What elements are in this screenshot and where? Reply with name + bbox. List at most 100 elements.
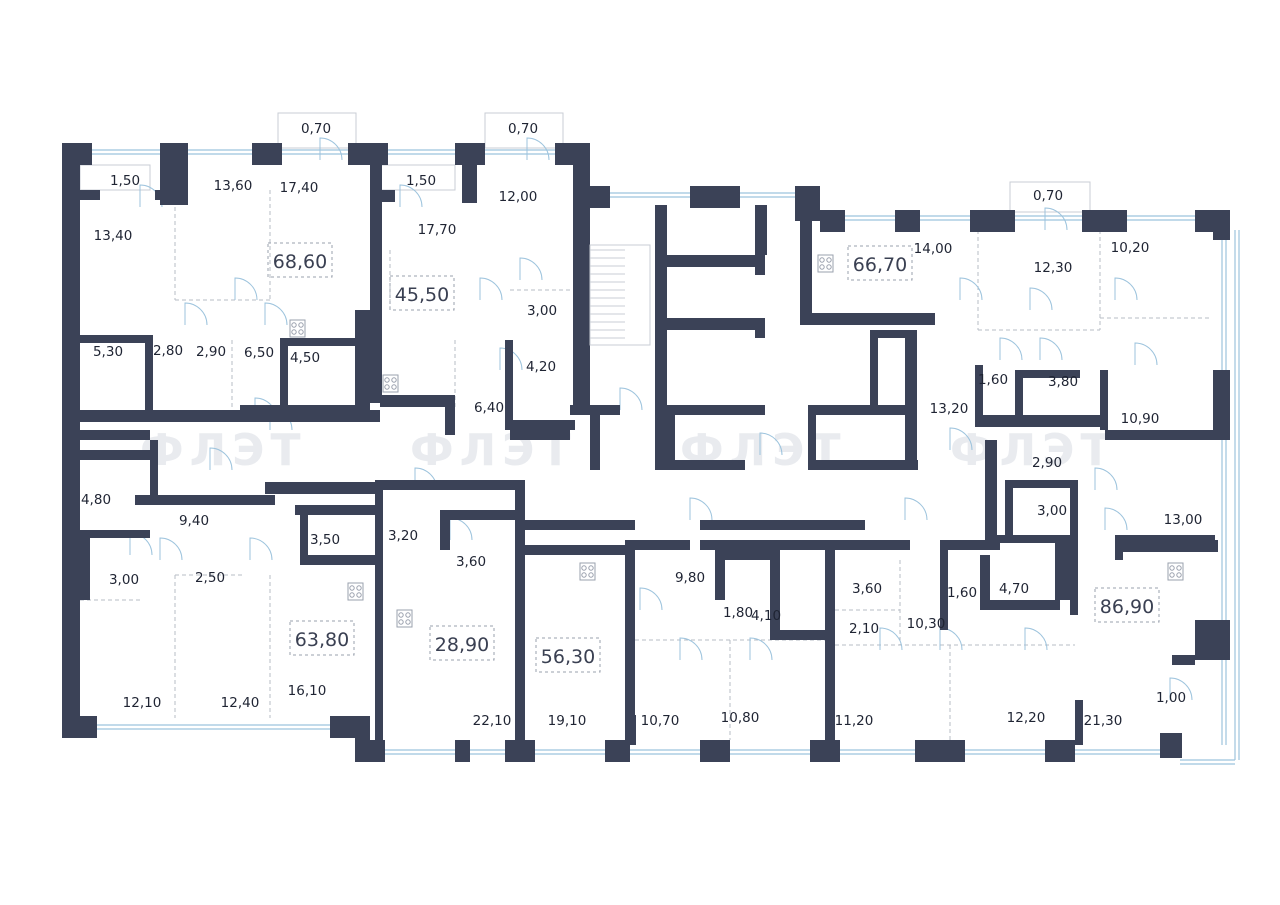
staircase [589,244,651,346]
room-area-label: 2,90 [1032,455,1062,471]
wall [1005,485,1013,535]
room-area-label: 21,30 [1084,713,1123,729]
wall [690,186,740,208]
wall [770,630,830,640]
wall [515,480,525,740]
wall [1213,370,1230,440]
wall [440,510,520,520]
wall [985,535,1075,543]
wall [755,255,765,275]
wall [1005,480,1075,488]
wall [1015,370,1023,420]
room-area-label: 19,10 [548,713,587,729]
wall [700,520,865,530]
wall [665,405,765,415]
apartment-total[interactable]: 63,80 [289,620,355,656]
room-area-label: 4,70 [999,581,1029,597]
room-area-label: 3,50 [310,532,340,548]
room-area-label: 4,10 [751,608,781,624]
apartment-total[interactable]: 28,90 [429,625,495,661]
room-area-label: 1,50 [110,173,140,189]
door [184,302,208,326]
wall [80,430,150,440]
door [679,637,703,661]
door [249,537,273,561]
wall [1213,210,1230,240]
watermark-text: ФЛЭТ [950,425,1116,476]
room-area-label: 1,80 [723,605,753,621]
wall [355,310,370,410]
room-area-label: 17,40 [280,180,319,196]
wall [975,365,983,425]
wall [808,405,816,470]
wall [940,540,948,630]
apartment-total[interactable]: 68,60 [267,242,333,278]
wall [655,205,667,470]
room-area-label: 3,80 [1048,374,1078,390]
door [639,587,663,611]
room-area-label: 10,30 [907,616,946,632]
apartment-total[interactable]: 86,90 [1094,587,1160,623]
stove-icon [396,609,413,628]
door [1134,342,1158,366]
apartment-total-box [1094,587,1160,623]
door [904,497,928,521]
wall [665,318,765,330]
wall [505,740,535,762]
wall [755,205,767,255]
apartment-total-area: 63,80 [295,629,349,651]
door [999,337,1023,361]
room-area-label: 2,50 [195,570,225,586]
room-area-label: 10,80 [721,710,760,726]
wall [770,550,780,635]
wall [1172,655,1195,665]
apartment-total-area: 86,90 [1100,596,1154,618]
room-area-label: 11,20 [835,713,874,729]
door [209,447,233,471]
wall [870,330,915,338]
door [619,387,643,411]
room-area-label: 3,60 [852,581,882,597]
apartment-total-box [535,637,601,673]
wall [265,482,375,494]
wall [985,440,997,540]
wall [825,540,835,740]
apartment-total-area: 56,30 [541,646,595,668]
room-area-label: 17,70 [418,222,457,238]
apartment-total-box [847,245,913,281]
wall [1055,540,1070,600]
room-area-label: 2,10 [849,621,879,637]
walls-layer [62,143,1230,762]
wall [1075,700,1083,745]
apartment-total[interactable]: 66,70 [847,245,913,281]
wall [1105,430,1215,440]
room-area-label: 0,70 [508,121,538,137]
apartment-total-area: 66,70 [853,254,907,276]
stove-icon [579,562,596,581]
wall [715,555,725,600]
door [1169,677,1193,701]
room-area-label: 13,00 [1164,512,1203,528]
room-area-label: 10,90 [1121,411,1160,427]
door [689,497,713,521]
wall [1082,210,1127,232]
room-area-label: 3,60 [456,554,486,570]
wall [375,480,383,740]
watermark-text: ФЛЭТ [140,425,306,476]
wall [980,555,990,605]
wall [1195,620,1230,660]
room-area-label: 10,20 [1111,240,1150,256]
wall [905,330,917,470]
apartment-total[interactable]: 56,30 [535,637,601,673]
door [519,257,543,281]
wall [440,510,450,550]
door [879,627,903,651]
wall [455,740,470,762]
room-area-label: 0,70 [1033,188,1063,204]
wall [665,255,765,267]
wall [970,210,1015,232]
room-area-label: 13,20 [930,401,969,417]
apartment-total[interactable]: 45,50 [389,275,455,311]
balcony [484,112,564,149]
room-area-label: 16,10 [288,683,327,699]
